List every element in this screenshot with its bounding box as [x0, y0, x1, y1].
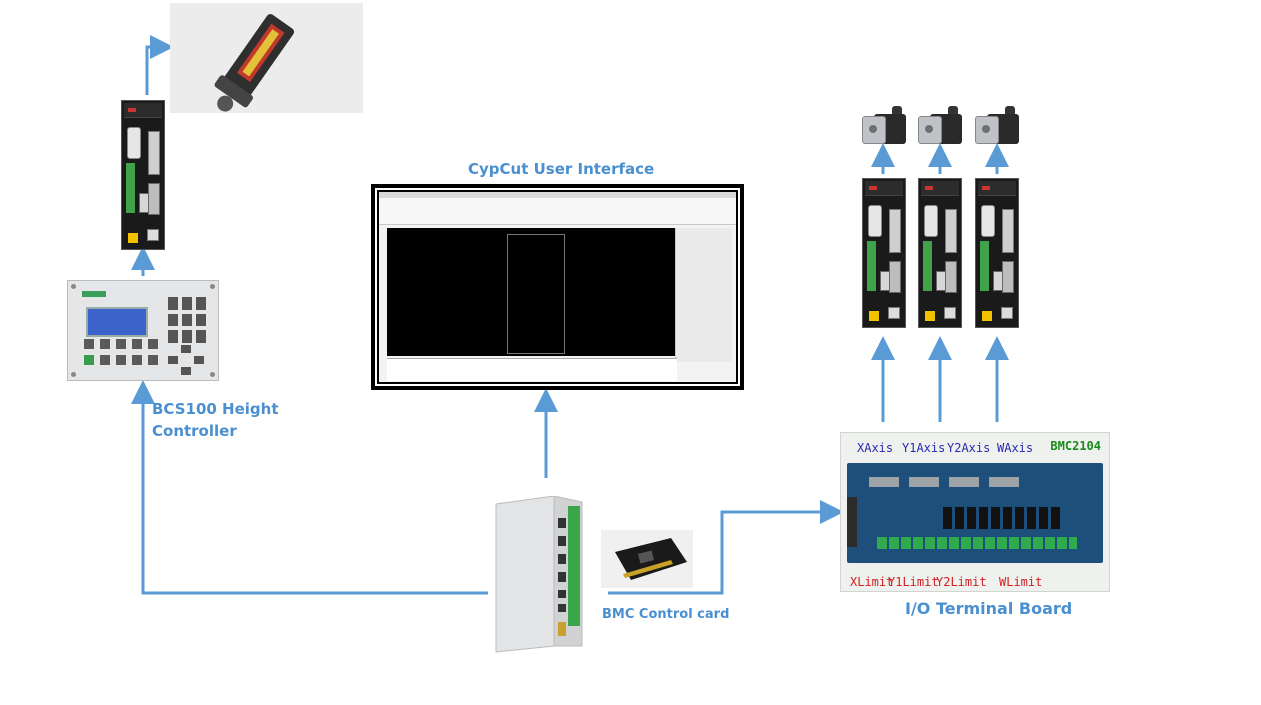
controller-buttons	[84, 339, 164, 365]
io-board-connector	[909, 477, 939, 487]
servo-motor-2	[918, 106, 964, 148]
io-board-label: I/O Terminal Board	[905, 599, 1073, 618]
height-controller-label-line2: Controller	[152, 422, 237, 440]
io-board-axis-y2: Y2Axis	[947, 441, 991, 455]
io-board-relays	[943, 507, 1063, 529]
cypcut-canvas	[387, 228, 677, 356]
controller-screw	[71, 284, 76, 289]
axis-servo-drive-2	[918, 178, 962, 328]
cypcut-window	[379, 192, 736, 382]
bmc-card-image	[601, 530, 693, 588]
servo-motor-1	[862, 106, 908, 148]
io-board-model: BMC2104	[1050, 439, 1101, 453]
io-board-axis-x: XAxis	[857, 441, 894, 455]
io-board-connector	[869, 477, 899, 487]
axis-servo-drive-3	[975, 178, 1019, 328]
laser-head-image	[170, 3, 363, 113]
head-servo-drive	[121, 100, 165, 250]
io-board-terminals	[877, 537, 1077, 549]
arrow-ipc-to-controller	[131, 380, 488, 595]
io-board-limit-w: WLimit	[999, 575, 1043, 589]
height-controller-label: BCS100 Height Controller	[152, 398, 332, 442]
cypcut-log	[387, 358, 677, 381]
controller-screw	[210, 372, 215, 377]
arrow-card-to-board	[608, 500, 844, 595]
io-board-axis-y1: Y1Axis	[902, 441, 946, 455]
io-board-limit-x: XLimit	[850, 575, 894, 589]
controller-screw	[71, 372, 76, 377]
controller-keypad	[168, 297, 212, 343]
laser-head-icon	[214, 14, 295, 112]
io-board-limit-y2: Y2Limit	[936, 575, 987, 589]
io-terminal-board-image: BMC2104 XAxis Y1Axis Y2Axis WAxis XLimit…	[840, 432, 1110, 592]
io-board-pcb	[847, 463, 1103, 563]
cypcut-canvas-part	[507, 234, 565, 354]
io-board-side-connector	[847, 497, 857, 547]
io-board-axis-w: WAxis	[997, 441, 1034, 455]
axis-servo-drive-1	[862, 178, 906, 328]
cypcut-ribbon	[379, 198, 736, 225]
controller-brand-badge	[82, 291, 106, 297]
height-controller-image	[67, 280, 219, 381]
controller-lcd	[86, 307, 148, 337]
servo-motor-3	[975, 106, 1021, 148]
cypcut-monitor	[371, 184, 744, 390]
io-board-connector	[989, 477, 1019, 487]
cypcut-label: CypCut User Interface	[468, 160, 655, 178]
controller-screw	[210, 284, 215, 289]
height-controller-label-line1: BCS100 Height	[152, 400, 279, 418]
io-board-limit-y1: Y1Limit	[888, 575, 939, 589]
arrow-drive-to-head	[145, 35, 174, 95]
controller-dpad	[168, 345, 204, 375]
cypcut-sidepanel	[675, 228, 732, 362]
industrial-pc-icon	[495, 495, 583, 653]
pci-card-icon	[615, 538, 687, 580]
cypcut-titlebar	[379, 192, 736, 198]
io-board-connector	[949, 477, 979, 487]
industrial-pc-image	[492, 495, 590, 656]
bmc-card-label: BMC Control card	[602, 607, 730, 622]
